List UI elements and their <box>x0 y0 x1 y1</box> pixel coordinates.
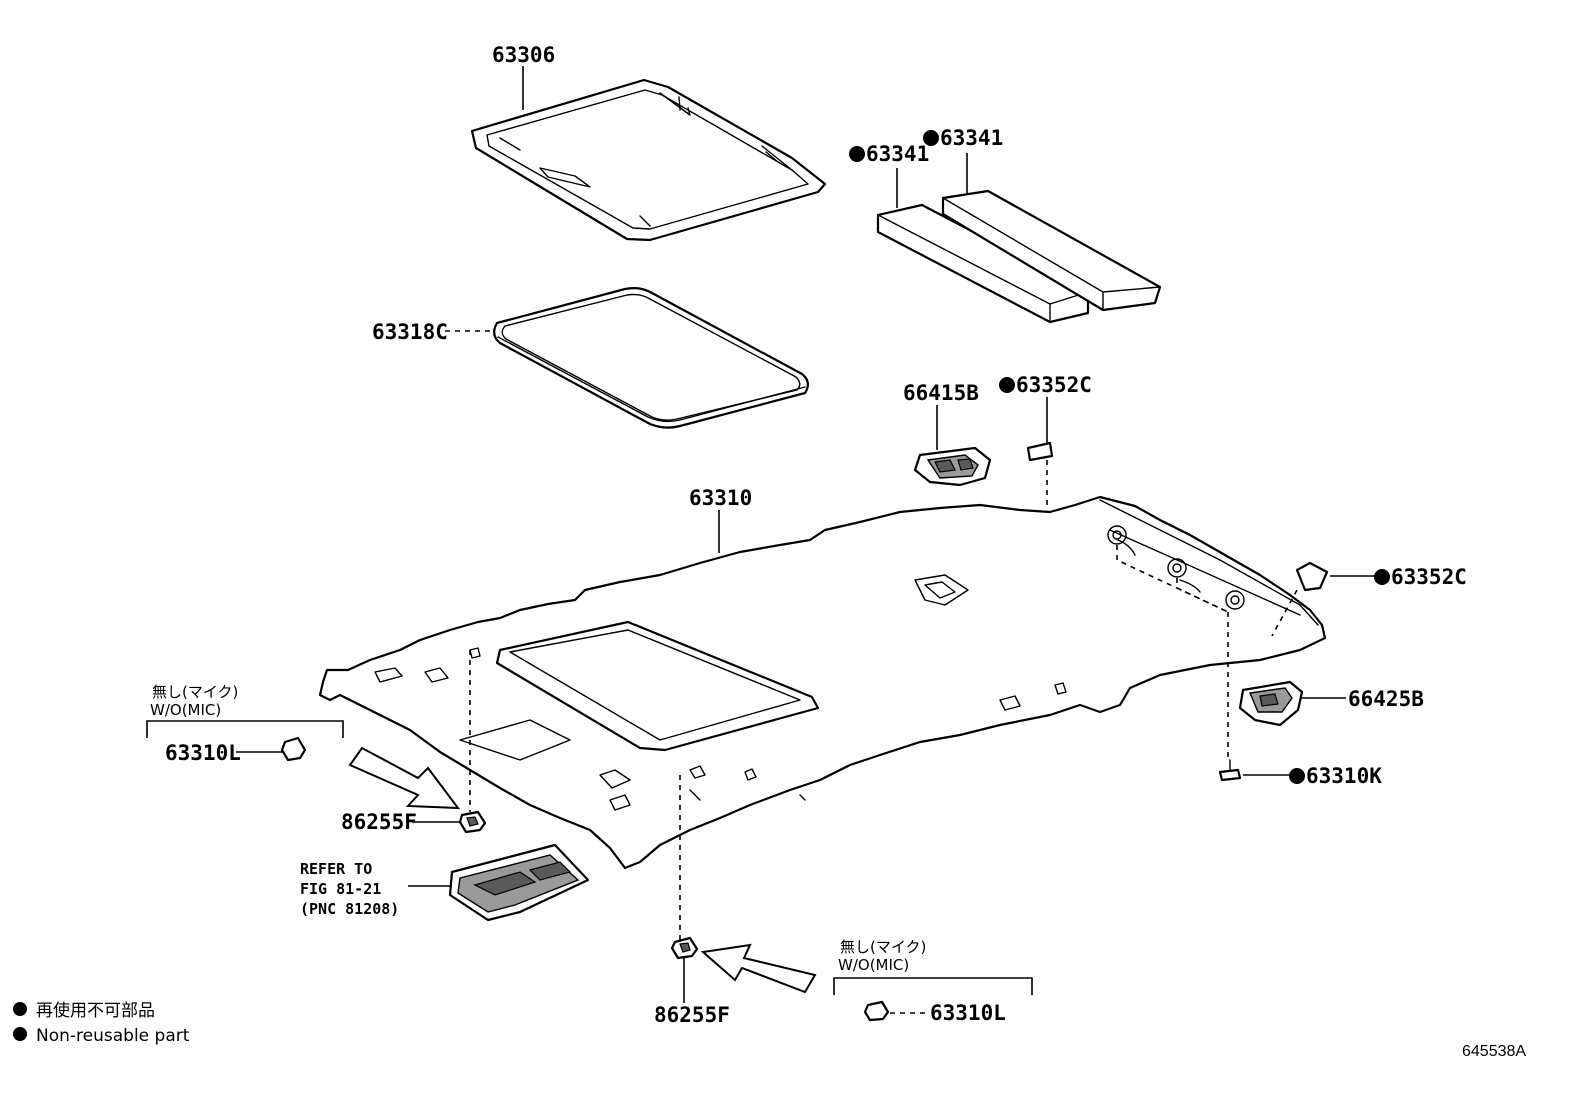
non-reusable-marker <box>1289 768 1305 784</box>
legend-jp: 再使用不可部品 <box>36 1000 155 1021</box>
label-63352C-right: 63352C <box>1391 565 1467 589</box>
refer-line-1: REFER TO <box>300 860 372 878</box>
pad-63341-front[interactable] <box>876 203 1090 324</box>
condition-right-jp: 無し(マイク) <box>840 938 926 956</box>
label-63318C: 63318C <box>372 320 448 344</box>
weatherstrip-63318C[interactable] <box>493 287 809 429</box>
clip-63310L-right[interactable] <box>863 1000 890 1022</box>
condition-left-en: W/O(MIC) <box>150 701 221 719</box>
label-63352C-top: 63352C <box>1016 373 1092 397</box>
label-66415B: 66415B <box>903 381 979 405</box>
label-63341-rear: 63341 <box>940 126 1003 150</box>
direction-arrow-right <box>700 943 817 994</box>
condition-bracket-right <box>833 977 1033 995</box>
clip-63310L-left[interactable] <box>280 736 307 762</box>
condition-left-jp: 無し(マイク) <box>152 683 238 701</box>
non-reusable-marker <box>849 146 865 162</box>
legend-dot-icon <box>13 1027 27 1041</box>
condition-bracket-left <box>146 720 344 738</box>
label-63310K: 63310K <box>1306 764 1382 788</box>
label-66425B: 66425B <box>1348 687 1424 711</box>
legend-en: Non-reusable part <box>36 1026 190 1046</box>
bracket-66425B[interactable] <box>1238 680 1304 727</box>
refer-line-2: FIG 81-21 <box>300 880 381 898</box>
diagram-code: 645538A <box>1462 1043 1526 1060</box>
sunshade-frame-63306[interactable] <box>470 78 827 242</box>
leader-lines <box>236 66 1376 1014</box>
clip-86255F-bottom[interactable] <box>670 936 699 960</box>
pad-63352C-right[interactable] <box>1295 561 1329 592</box>
clip-86255F-left[interactable] <box>458 810 487 834</box>
direction-arrow-left <box>348 746 461 810</box>
refer-line-3: (PNC 81208) <box>300 900 399 918</box>
label-63306: 63306 <box>492 43 555 67</box>
legend-dot-icon <box>13 1002 27 1016</box>
bracket-66415B[interactable] <box>913 446 992 487</box>
clip-63310K[interactable] <box>1218 759 1242 782</box>
condition-right-en: W/O(MIC) <box>838 956 909 974</box>
map-lamp-assembly[interactable] <box>448 843 590 922</box>
headliner-63310[interactable] <box>318 495 1327 870</box>
non-reusable-marker <box>999 377 1015 393</box>
label-86255F-bottom: 86255F <box>654 1003 730 1027</box>
pad-63352C-top[interactable] <box>1026 441 1054 462</box>
pad-63341-rear[interactable] <box>941 189 1162 312</box>
label-63341-front: 63341 <box>866 142 929 166</box>
label-63310L-right: 63310L <box>930 1001 1006 1025</box>
label-86255F-left: 86255F <box>341 810 417 834</box>
label-63310L-left: 63310L <box>165 741 241 765</box>
label-63310: 63310 <box>689 486 752 510</box>
non-reusable-marker <box>1374 569 1390 585</box>
non-reusable-marker <box>923 130 939 146</box>
